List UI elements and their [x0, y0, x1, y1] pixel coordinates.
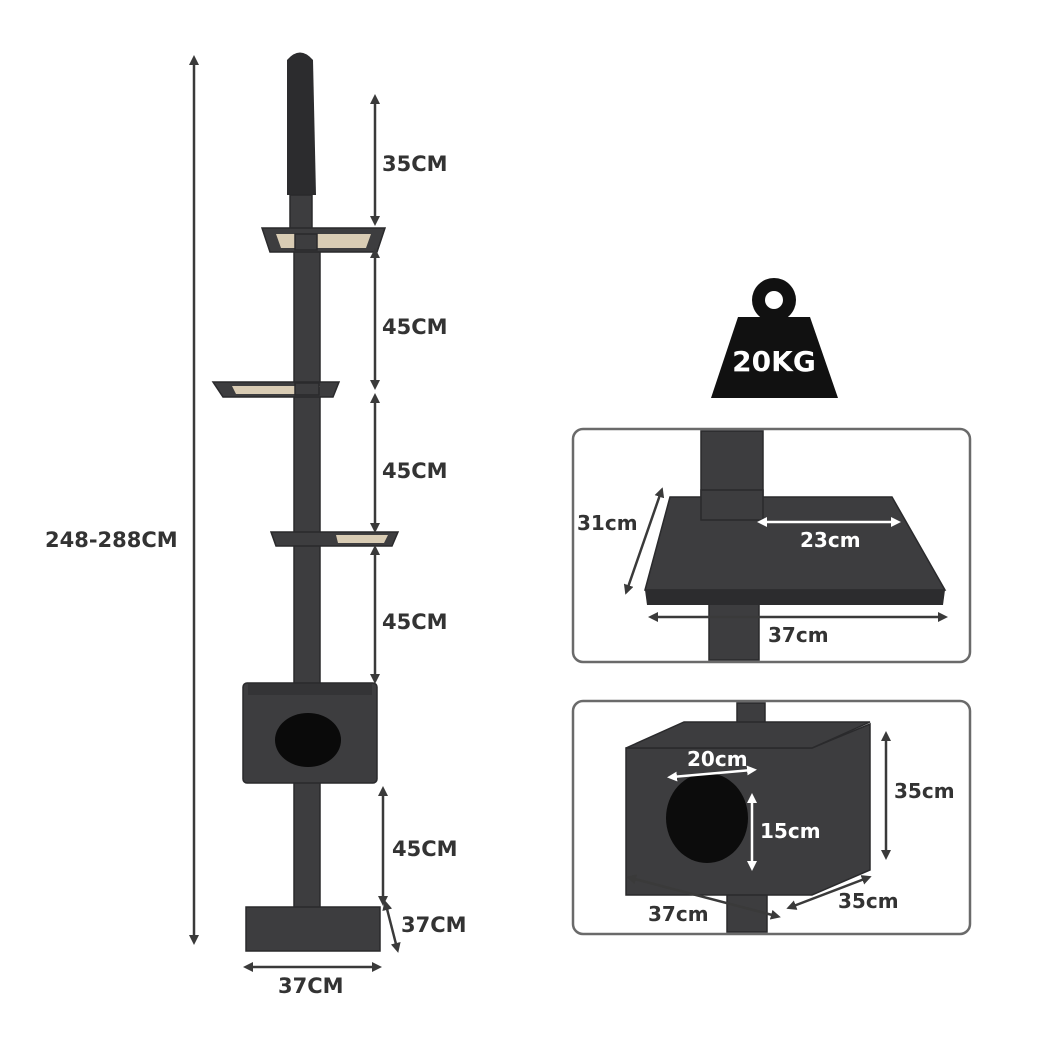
dim-condo-depth	[786, 875, 872, 910]
segment-2-label: 45CM	[382, 315, 448, 339]
top-column	[287, 52, 316, 195]
platform-width-label: 37cm	[768, 623, 829, 647]
dim-condo-width	[626, 874, 781, 920]
base-depth-label: 37CM	[401, 913, 467, 937]
condo-height-label: 35cm	[894, 779, 955, 803]
dim-platform-depth	[623, 487, 665, 595]
platform-second	[211, 381, 341, 398]
hole-width-label: 20cm	[687, 747, 748, 771]
platform-depth-label: 31cm	[577, 511, 638, 535]
platform-detail-panel: 31cm 23cm 37cm	[571, 427, 972, 664]
platform-board	[644, 496, 947, 591]
base-board	[245, 906, 381, 952]
condo-box	[242, 682, 378, 784]
weight-label: 20KG	[732, 345, 816, 378]
weight-badge: 20KG	[711, 278, 838, 398]
top-column-base	[289, 194, 313, 231]
platform-top	[260, 227, 387, 253]
condo-width-label: 37cm	[648, 902, 709, 926]
base-width-label: 37CM	[278, 974, 344, 998]
platform-inner-width-label: 23cm	[800, 528, 861, 552]
condo-depth-label: 35cm	[838, 889, 899, 913]
segment-top-label: 35CM	[382, 152, 448, 176]
condo-hole	[666, 773, 748, 863]
condo-detail-panel: 20cm 15cm 35cm 35cm 37cm	[571, 699, 972, 936]
segment-3-label: 45CM	[382, 459, 448, 483]
hole-height-label: 15cm	[760, 819, 821, 843]
condo-box-detail	[625, 722, 871, 896]
platform-board-edge	[645, 590, 945, 605]
segment-bottom-label: 45CM	[392, 837, 458, 861]
dim-hole-width	[667, 765, 757, 782]
dimension-labels-full: 248-288CM 35CM 45CM 45CM 45CM 45CM 37CM …	[45, 152, 467, 998]
weight-icon	[711, 278, 838, 398]
cat-tree-full-view	[211, 52, 400, 952]
total-height-label: 248-288CM	[45, 528, 178, 552]
platform-post-joint	[700, 489, 764, 521]
main-post	[293, 249, 321, 921]
platform-post-lower	[708, 603, 760, 661]
dimension-lines-full	[189, 55, 401, 972]
dim-base-depth	[382, 900, 401, 953]
condo-box-top	[625, 721, 871, 749]
segment-4-label: 45CM	[382, 610, 448, 634]
platform-third	[269, 531, 400, 547]
